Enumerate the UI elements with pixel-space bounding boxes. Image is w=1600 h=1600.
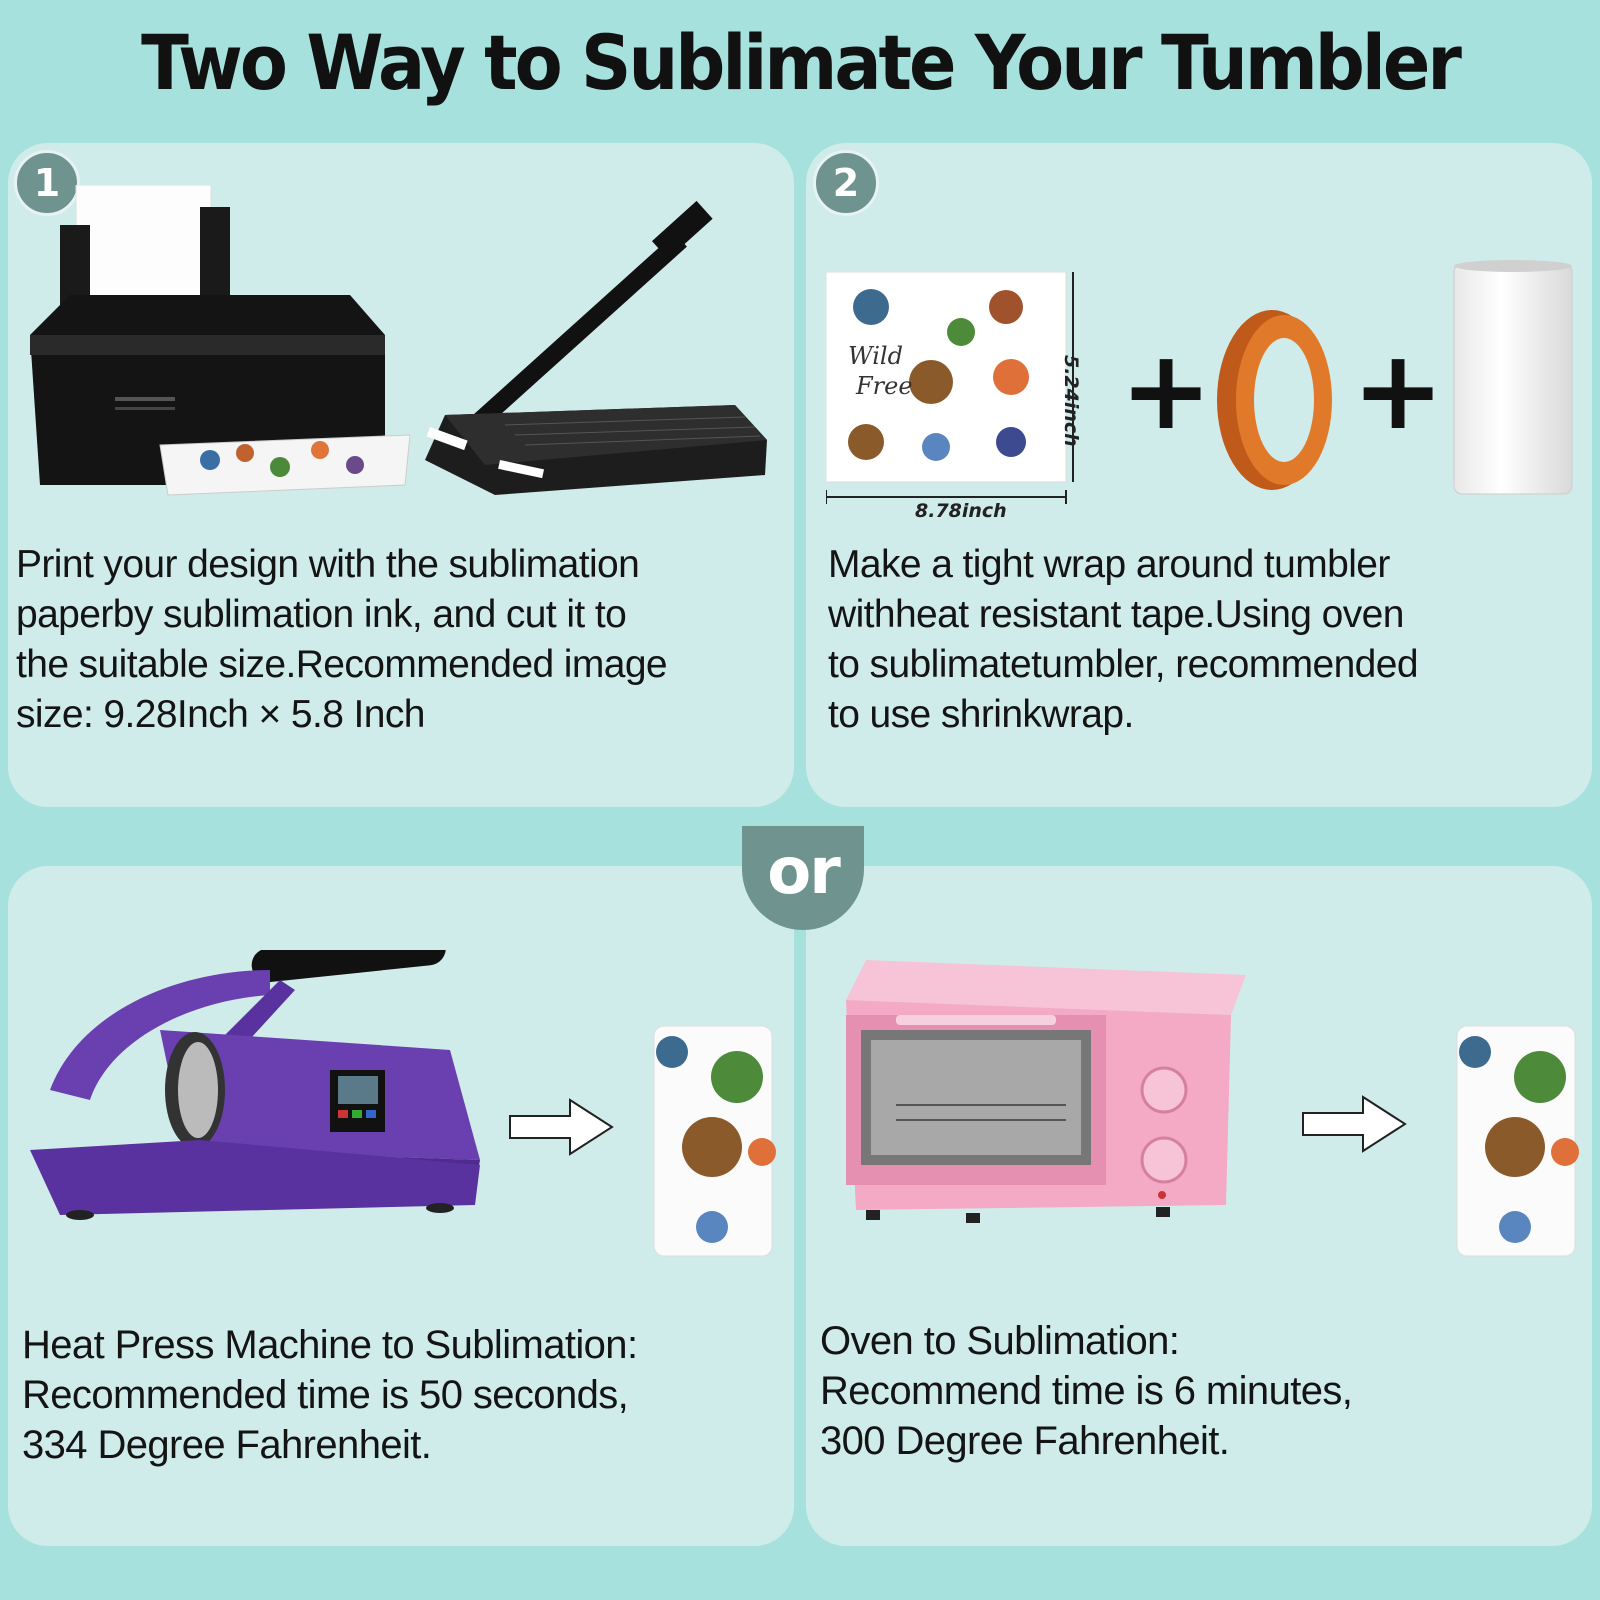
- sheet-width-label: 8.78inch: [915, 500, 1007, 522]
- svg-text:Wild: Wild: [848, 342, 903, 370]
- arrow-right-icon: [1302, 1095, 1407, 1153]
- paper-cutter-icon: [425, 200, 767, 495]
- printer-icon: [30, 185, 411, 496]
- plus-icon: +: [1120, 326, 1213, 454]
- svg-text:Free: Free: [855, 372, 913, 400]
- oven-icon: [846, 960, 1246, 1223]
- oven-description: Oven to Sublimation: Recommend time is 6…: [820, 1319, 1353, 1463]
- heat-press-description: Heat Press Machine to Sublimation: Recom…: [22, 1323, 638, 1467]
- sheet-height-label: 5.24inch: [1060, 355, 1082, 447]
- printed-tumbler-icon: [1456, 1025, 1579, 1257]
- heat-tape-icon: [1217, 310, 1332, 490]
- sublimation-sheet-icon: Wild Free: [826, 272, 1074, 504]
- plus-icon: +: [1352, 326, 1445, 454]
- blank-tumbler-icon: [1453, 260, 1573, 495]
- step-1-description: Print your design with the sublimation p…: [16, 543, 668, 736]
- printed-tumbler-icon: [653, 1025, 776, 1257]
- heat-press-icon: [30, 950, 480, 1220]
- step-1-badge: 1: [14, 150, 80, 216]
- or-badge: or: [742, 826, 864, 930]
- step-2-badge: 2: [813, 150, 879, 216]
- arrow-right-icon: [509, 1098, 614, 1156]
- page-title: Two Way to Sublimate Your Tumbler: [141, 18, 1462, 108]
- step-2-description: Make a tight wrap around tumbler withhea…: [828, 543, 1419, 736]
